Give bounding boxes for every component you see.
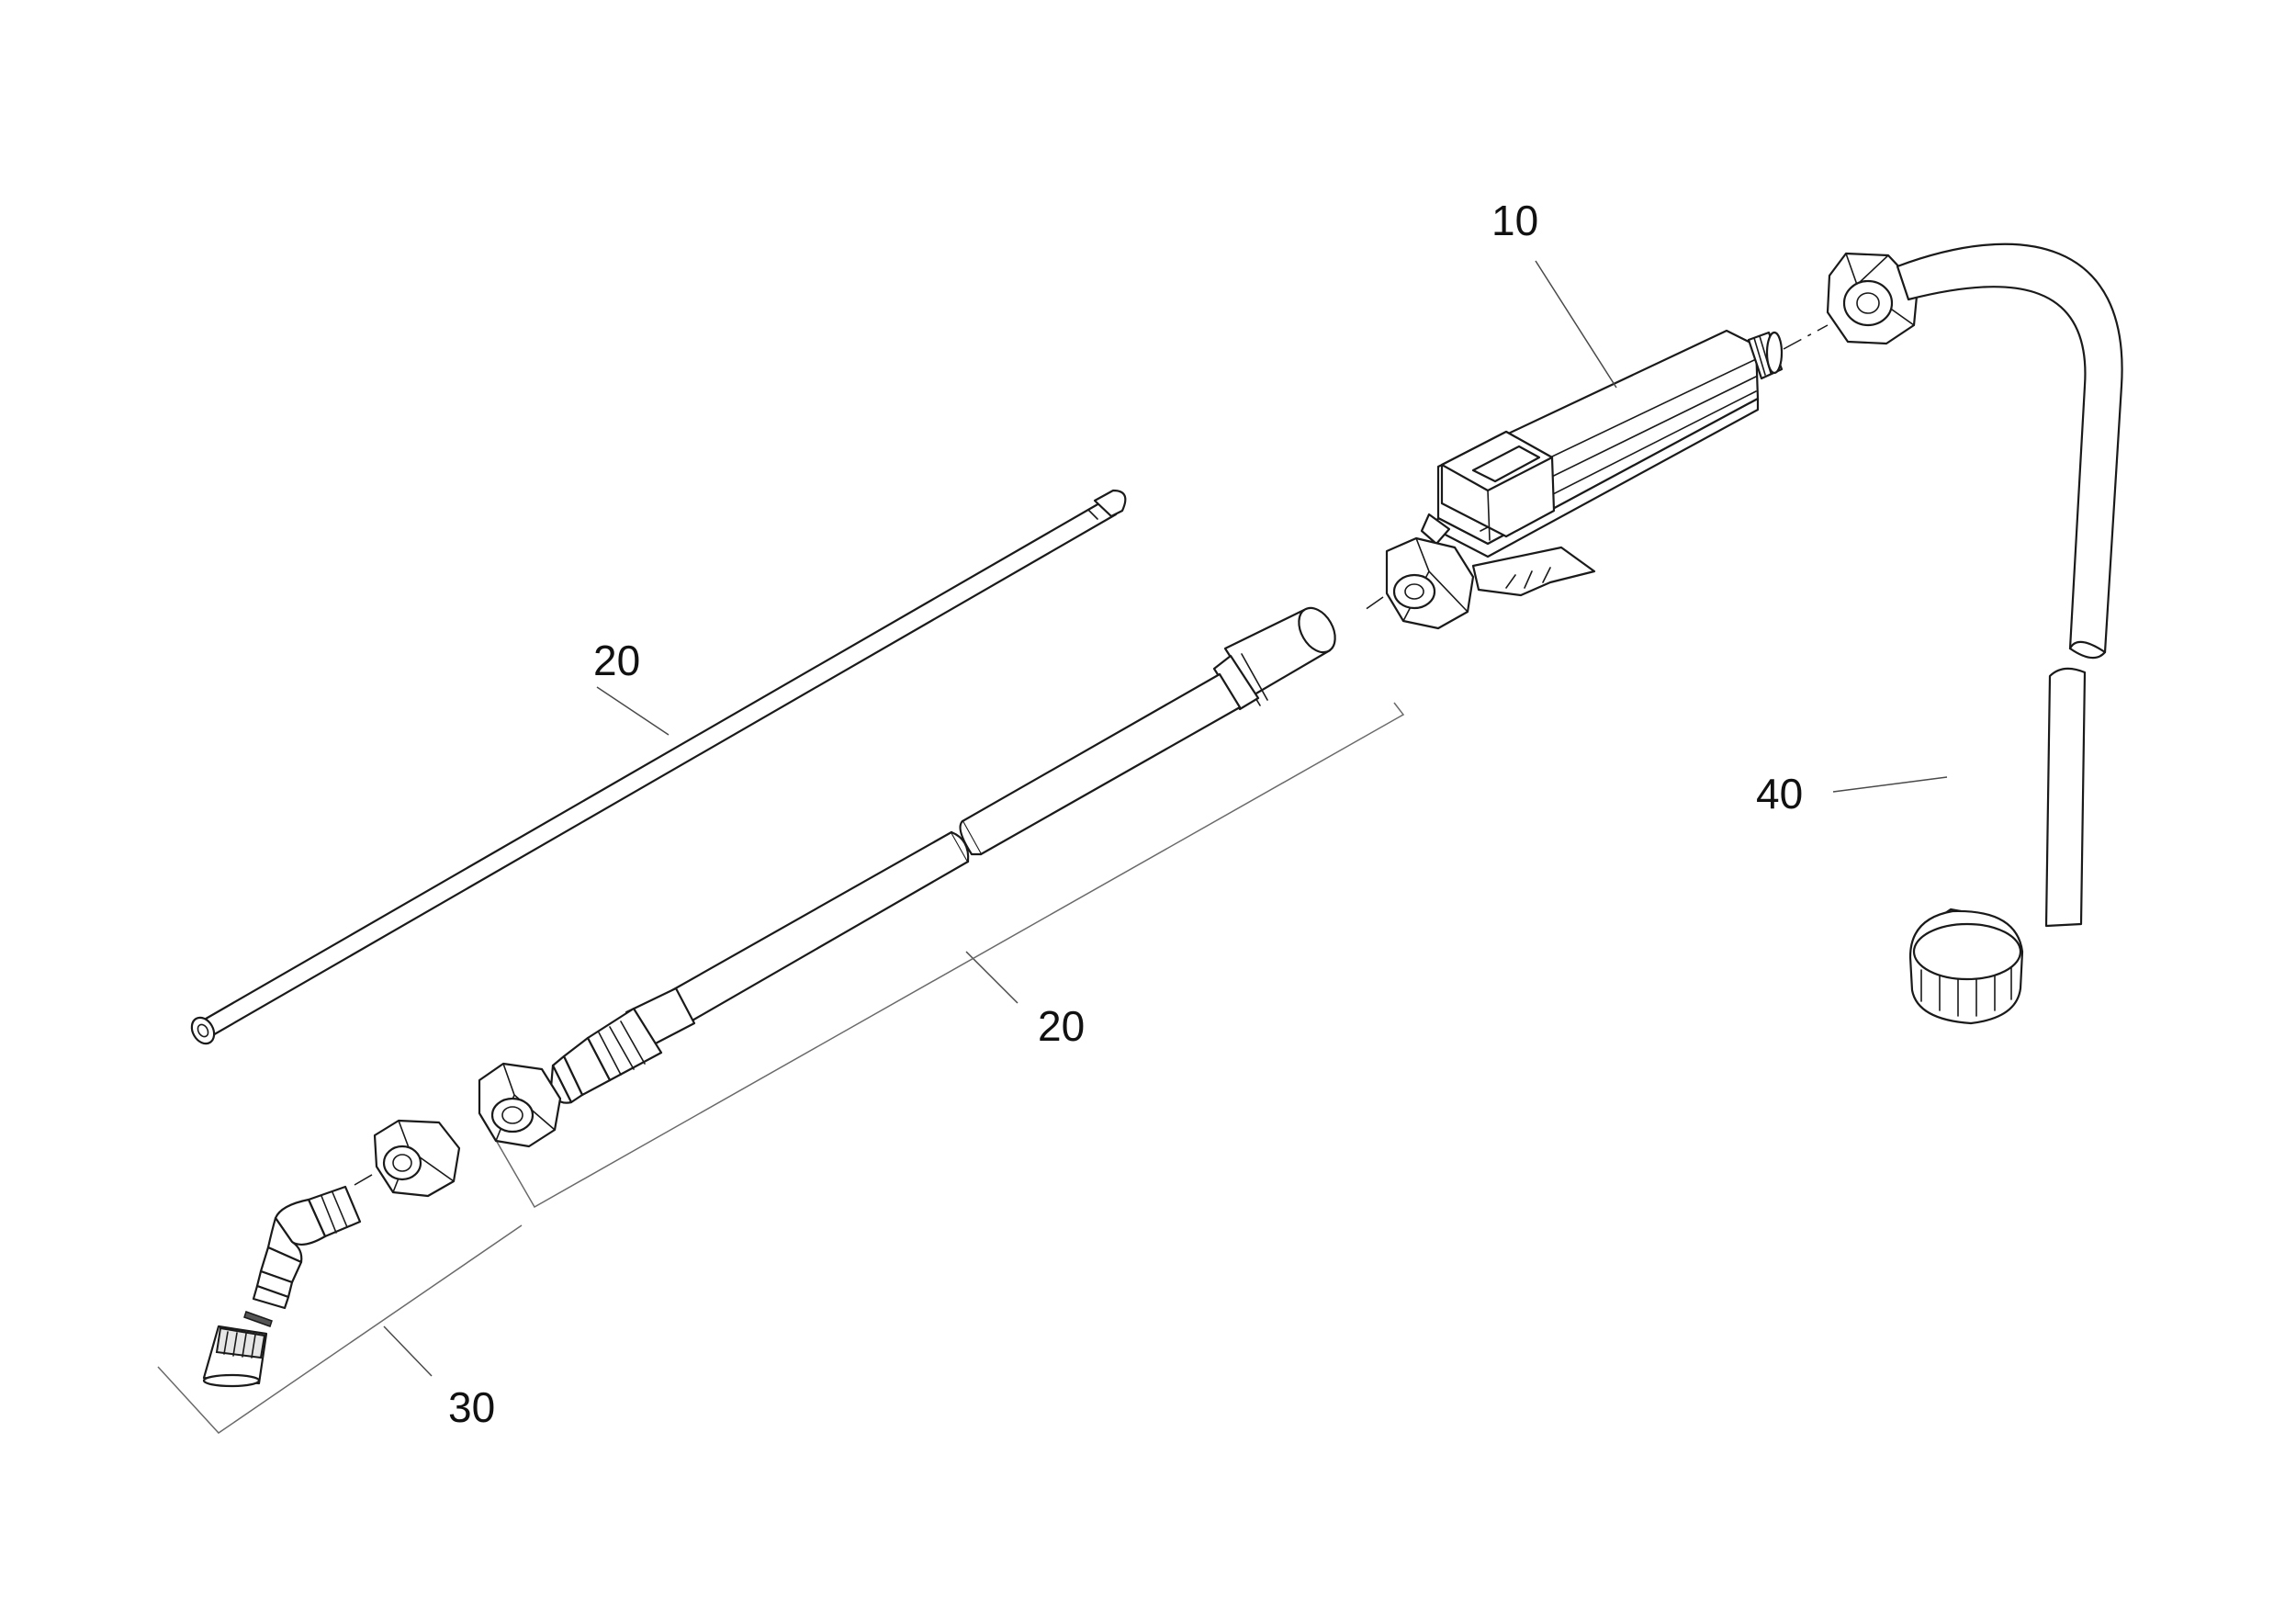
bracket-20 (478, 702, 1405, 1209)
leader-30 (383, 1325, 433, 1377)
lance-hex-nut (478, 1062, 562, 1148)
o-ring (243, 1311, 273, 1327)
callout-40: 40 (1756, 770, 1803, 818)
spray-lance (549, 606, 1336, 1104)
leader-40 (1832, 776, 1948, 793)
callout-30: 30 (448, 1383, 495, 1431)
callout-20-upper: 20 (593, 637, 640, 684)
trigger-gun (1385, 329, 1784, 630)
angled-nozzle (252, 1185, 362, 1310)
lance-tube (190, 489, 1127, 1045)
callout-10: 10 (1491, 197, 1538, 244)
callout-20-lower: 20 (1038, 1002, 1085, 1050)
nozzle-insert (202, 1325, 268, 1388)
hose (1826, 242, 2123, 1025)
bracket-30 (157, 1224, 523, 1434)
leader-10 (1535, 260, 1617, 389)
leader-20a (596, 686, 670, 736)
leader-20b (965, 951, 1019, 1004)
nozzle-hex-nut (373, 1119, 461, 1198)
